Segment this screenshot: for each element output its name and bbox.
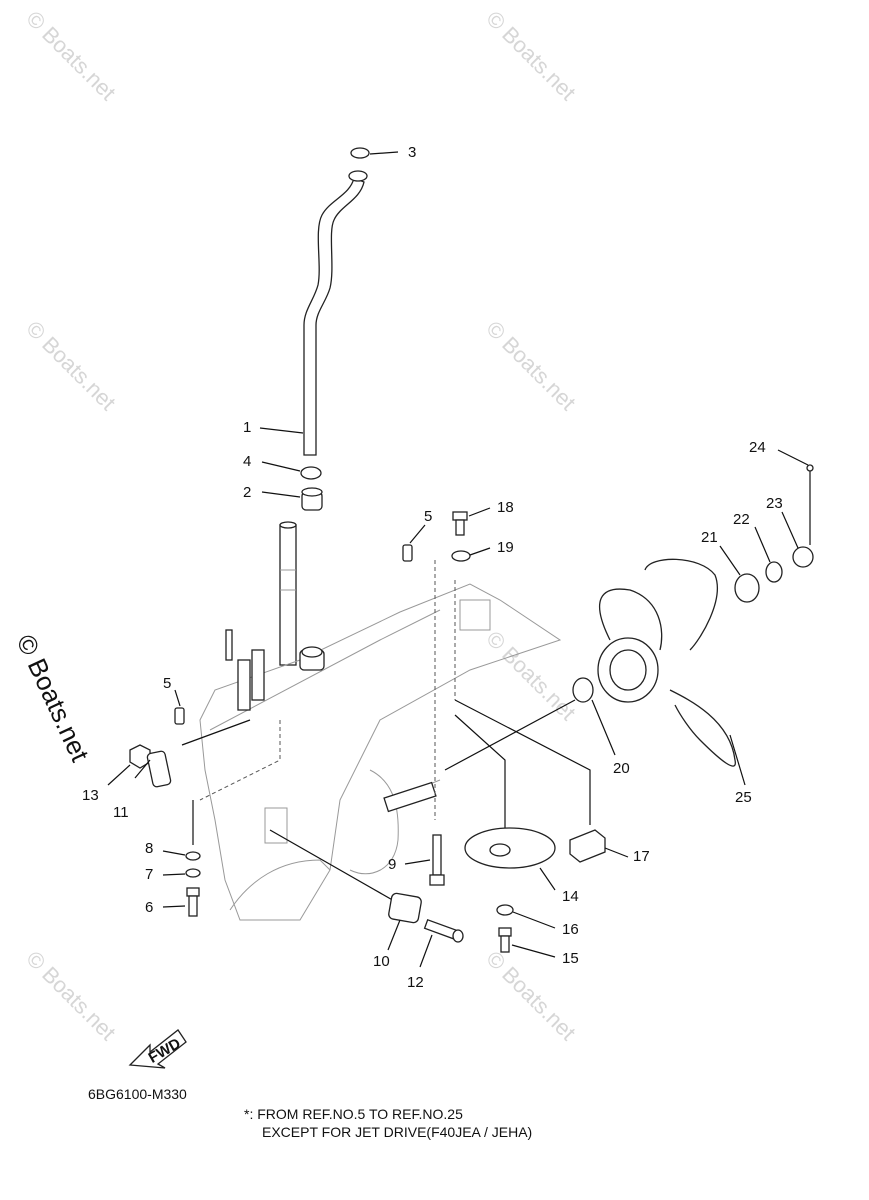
note-line-1: *: FROM REF.NO.5 TO REF.NO.25 — [244, 1106, 463, 1122]
callout-3: 3 — [408, 144, 416, 161]
dashed-guide — [199, 720, 281, 801]
bolt-6 — [186, 887, 200, 917]
guide-line — [454, 699, 591, 825]
spacer-21 — [734, 573, 760, 603]
callout-17: 17 — [633, 848, 650, 865]
propeller-25 — [597, 558, 736, 767]
nut-23 — [792, 546, 814, 568]
spacer-20 — [572, 677, 594, 703]
guide-line — [269, 829, 411, 911]
callout-21: 21 — [701, 529, 718, 546]
note-line-2: EXCEPT FOR JET DRIVE(F40JEA / JEHA) — [262, 1124, 533, 1140]
washer-16 — [496, 904, 514, 916]
callout-6: 6 — [145, 899, 153, 916]
washer-19 — [451, 550, 471, 562]
callouts: 1 2 3 4 5 5 6 7 8 9 10 11 12 13 14 15 16… — [82, 144, 783, 991]
callout-5b: 5 — [163, 675, 171, 692]
fwd-arrow-icon: FWD — [128, 1029, 187, 1069]
diagram-code: 6BG6100-M330 — [88, 1086, 187, 1102]
anode-17 — [569, 829, 606, 863]
seal-4 — [300, 466, 322, 480]
callout-19: 19 — [497, 539, 514, 556]
callout-20: 20 — [613, 760, 630, 777]
dowel-pin-5b — [174, 707, 185, 725]
washer-7 — [185, 868, 201, 878]
callout-7: 7 — [145, 866, 153, 883]
grommet-2 — [301, 487, 323, 511]
gearcase — [199, 583, 562, 921]
callout-9: 9 — [388, 856, 396, 873]
callout-13: 13 — [82, 787, 99, 804]
callout-15: 15 — [562, 950, 579, 967]
callout-5a: 5 — [424, 508, 432, 525]
callout-25: 25 — [735, 789, 752, 806]
callout-23: 23 — [766, 495, 783, 512]
watermark: © Boats.net — [481, 626, 580, 725]
water-tube — [303, 170, 368, 456]
bolt-9 — [429, 834, 445, 886]
callout-4: 4 — [243, 453, 251, 470]
cotter-pin-24 — [806, 464, 814, 545]
callout-18: 18 — [497, 499, 514, 516]
callout-14: 14 — [562, 888, 579, 905]
watermark: © Boats.net — [481, 6, 580, 105]
guide-line — [444, 699, 576, 771]
dowel-pin-5a — [402, 544, 413, 562]
callout-12: 12 — [407, 974, 424, 991]
watermark: © Boats.net — [21, 6, 120, 105]
drive-shaft — [279, 521, 297, 666]
bolt-18 — [452, 511, 468, 536]
trim-tab-14 — [464, 827, 556, 869]
washer-22 — [765, 561, 783, 583]
grommet-11 — [146, 750, 172, 788]
callout-16: 16 — [562, 921, 579, 938]
guide-line — [454, 714, 506, 830]
callout-22: 22 — [733, 511, 750, 528]
watermark: © Boats.net — [21, 316, 120, 415]
anode-10 — [388, 892, 422, 924]
side-watermark: © Boats.net — [11, 630, 96, 767]
guide-line — [181, 719, 251, 746]
callout-8: 8 — [145, 840, 153, 857]
watermark: © Boats.net — [21, 946, 120, 1045]
note-block: *: FROM REF.NO.5 TO REF.NO.25 EXCEPT FOR… — [244, 1105, 532, 1141]
callout-24: 24 — [749, 439, 766, 456]
callout-2: 2 — [243, 484, 251, 501]
bolt-15 — [498, 927, 512, 953]
callout-10: 10 — [373, 953, 390, 970]
leader-lines — [107, 151, 809, 968]
screw-12 — [423, 918, 464, 943]
grommet-3 — [350, 147, 370, 159]
callout-1: 1 — [243, 419, 251, 436]
callout-11: 11 — [113, 804, 129, 821]
watermark: © Boats.net — [481, 316, 580, 415]
washer-8 — [185, 851, 201, 861]
